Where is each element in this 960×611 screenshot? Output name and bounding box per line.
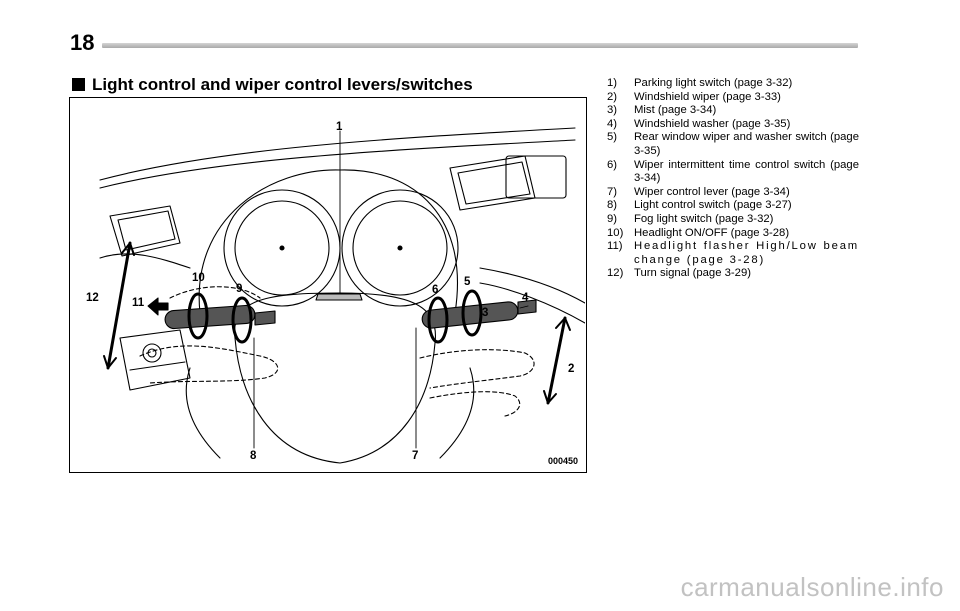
list-item: 9)Fog light switch (page 3-32): [607, 212, 774, 225]
list-item: 10)Headlight ON/OFF (page 3-28): [607, 226, 790, 239]
headlight-ring: [187, 292, 209, 340]
callout-2: 2: [568, 363, 574, 375]
list-item: 1)Parking light switch (page 3-32): [607, 77, 793, 89]
callout-12: 12: [86, 292, 99, 304]
callout-4: 4: [522, 292, 529, 304]
left-console-panel: [119, 329, 191, 391]
wiper-arrow: [546, 316, 567, 405]
right-gauge: [341, 189, 459, 307]
flasher-icon: [147, 297, 169, 316]
callout-9: 9: [236, 283, 242, 295]
list-item: 11)Headlight flasher High/Low beam chang…: [607, 240, 859, 266]
rear-wiper-ring: [461, 289, 483, 337]
section-title-text: Light control and wiper control levers/s…: [92, 75, 473, 94]
header-rule: [102, 43, 858, 48]
callout-7: 7: [412, 450, 418, 462]
list-item: 6)Wiper intermittent time control switch…: [607, 158, 859, 185]
callout-3: 3: [482, 307, 488, 319]
list-item: 3)Mist (page 3-34): [607, 104, 717, 117]
section-title: Light control and wiper control levers/s…: [72, 75, 473, 95]
list-item: 4)Windshield washer (page 3-35): [607, 117, 791, 130]
legend-list: 1)Parking light switch (page 3-32) 2)Win…: [607, 77, 859, 281]
left-lever: [164, 304, 256, 330]
fog-light-ring: [231, 296, 253, 344]
lever-illustration: 1 2 3 4 5 6 7 8 9 10 11 12 000450: [69, 97, 587, 473]
callout-6: 6: [432, 284, 438, 296]
dashboard-drawing: 1 2 3 4 5 6 7 8 9 10 11 12: [86, 121, 585, 464]
right-display: [505, 155, 567, 199]
list-item: 12)Turn signal (page 3-29): [607, 267, 752, 280]
turn-signal-arrow: [106, 241, 132, 370]
list-item: 7)Wiper control lever (page 3-34): [607, 185, 790, 198]
right-lever: [421, 301, 519, 329]
steering-wheel-hub: [234, 292, 436, 464]
watermark: carmanualsonline.info: [680, 572, 944, 602]
intermittent-ring: [427, 296, 449, 344]
callout-1: 1: [336, 121, 343, 133]
callout-10: 10: [192, 272, 205, 284]
dashboard-top-line: [99, 127, 576, 181]
callout-5: 5: [464, 276, 471, 288]
list-item: 2)Windshield wiper (page 3-33): [607, 90, 781, 103]
left-vent: [109, 205, 181, 257]
page-number: 18: [70, 30, 95, 55]
list-item: 5)Rear window wiper and washer switch (p…: [607, 131, 859, 157]
list-item: 8)Light control switch (page 3-27): [607, 199, 792, 212]
section-marker-icon: [72, 78, 85, 91]
figure-code: 000450: [547, 456, 578, 466]
callout-8: 8: [250, 450, 257, 462]
callout-11: 11: [132, 297, 145, 309]
